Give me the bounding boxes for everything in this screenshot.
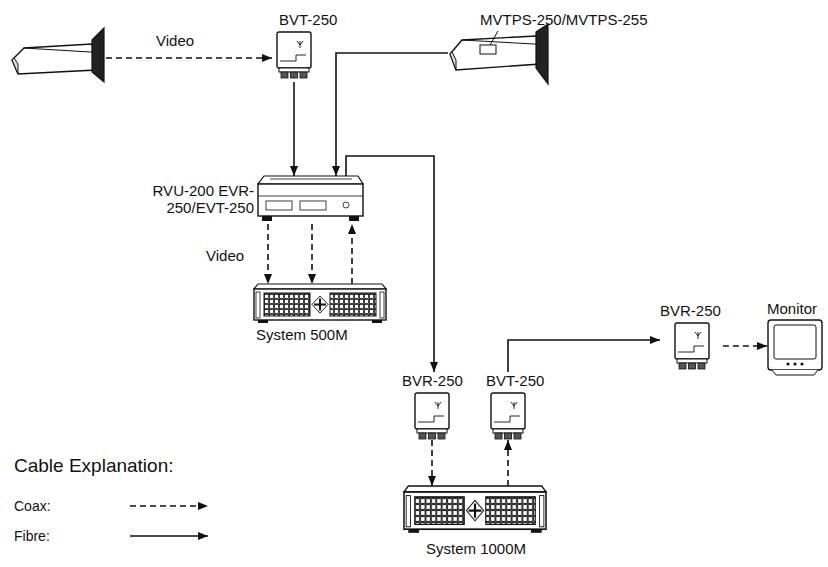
legend-sample <box>130 505 208 507</box>
receiver-unit <box>415 393 449 439</box>
legend-entry: Fibre: <box>14 528 50 545</box>
receiver-unit <box>675 323 709 369</box>
fibre-cable <box>508 340 660 372</box>
camera-housing <box>450 24 548 84</box>
device-label: RVU-200 EVR-250/EVT-250 <box>130 182 254 216</box>
coax-cable <box>311 224 313 284</box>
coax-cable <box>431 440 433 486</box>
device-label: System 500M <box>256 326 348 343</box>
signal-label: Video <box>206 247 244 265</box>
signal-label: Video <box>156 32 194 50</box>
video-matrix <box>404 486 546 533</box>
fibre-cable <box>336 53 448 176</box>
video-matrix: System 500M <box>254 284 386 344</box>
receiver-unit: BVR-250 <box>402 372 465 440</box>
device-label: BVT-250 <box>279 11 337 28</box>
video-matrix: System 1000M <box>404 486 546 558</box>
video-matrix <box>254 284 386 323</box>
device-label: BVR-250 <box>660 302 721 319</box>
coax-cable <box>351 224 353 284</box>
rack-unit <box>258 176 363 221</box>
coax-cable <box>106 57 272 59</box>
legend-sample <box>130 535 208 537</box>
transmitter-unit: BVT-250 <box>276 11 339 82</box>
camera-housing <box>12 28 104 82</box>
leader-line <box>490 31 498 45</box>
transmitter-unit: BVT-250 <box>486 372 546 440</box>
receiver-unit: BVR-250 <box>660 302 723 370</box>
monitor-screen <box>768 320 822 375</box>
coax-cable <box>267 224 269 284</box>
coax-cable <box>723 345 767 347</box>
legend-entry: Coax: <box>14 498 51 515</box>
rack-unit: RVU-200 EVR-250/EVT-250 <box>130 176 363 224</box>
transmitter-unit <box>277 32 311 78</box>
coax-cable <box>507 440 509 486</box>
device-label: BVR-250 <box>402 372 463 389</box>
device-label: System 1000M <box>426 540 526 557</box>
fibre-cable <box>346 156 434 372</box>
transmitter-unit <box>491 393 525 439</box>
device-label: Monitor <box>767 300 817 317</box>
device-label: MVTPS-250/MVTPS-255 <box>480 11 648 28</box>
device-label: BVT-250 <box>486 372 544 389</box>
fibre-cable <box>293 82 295 176</box>
monitor-unit: Monitor <box>767 300 823 376</box>
camera-unit: MVTPS-250/MVTPS-255 <box>448 11 650 84</box>
legend-heading: Cable Explanation: <box>14 455 174 477</box>
